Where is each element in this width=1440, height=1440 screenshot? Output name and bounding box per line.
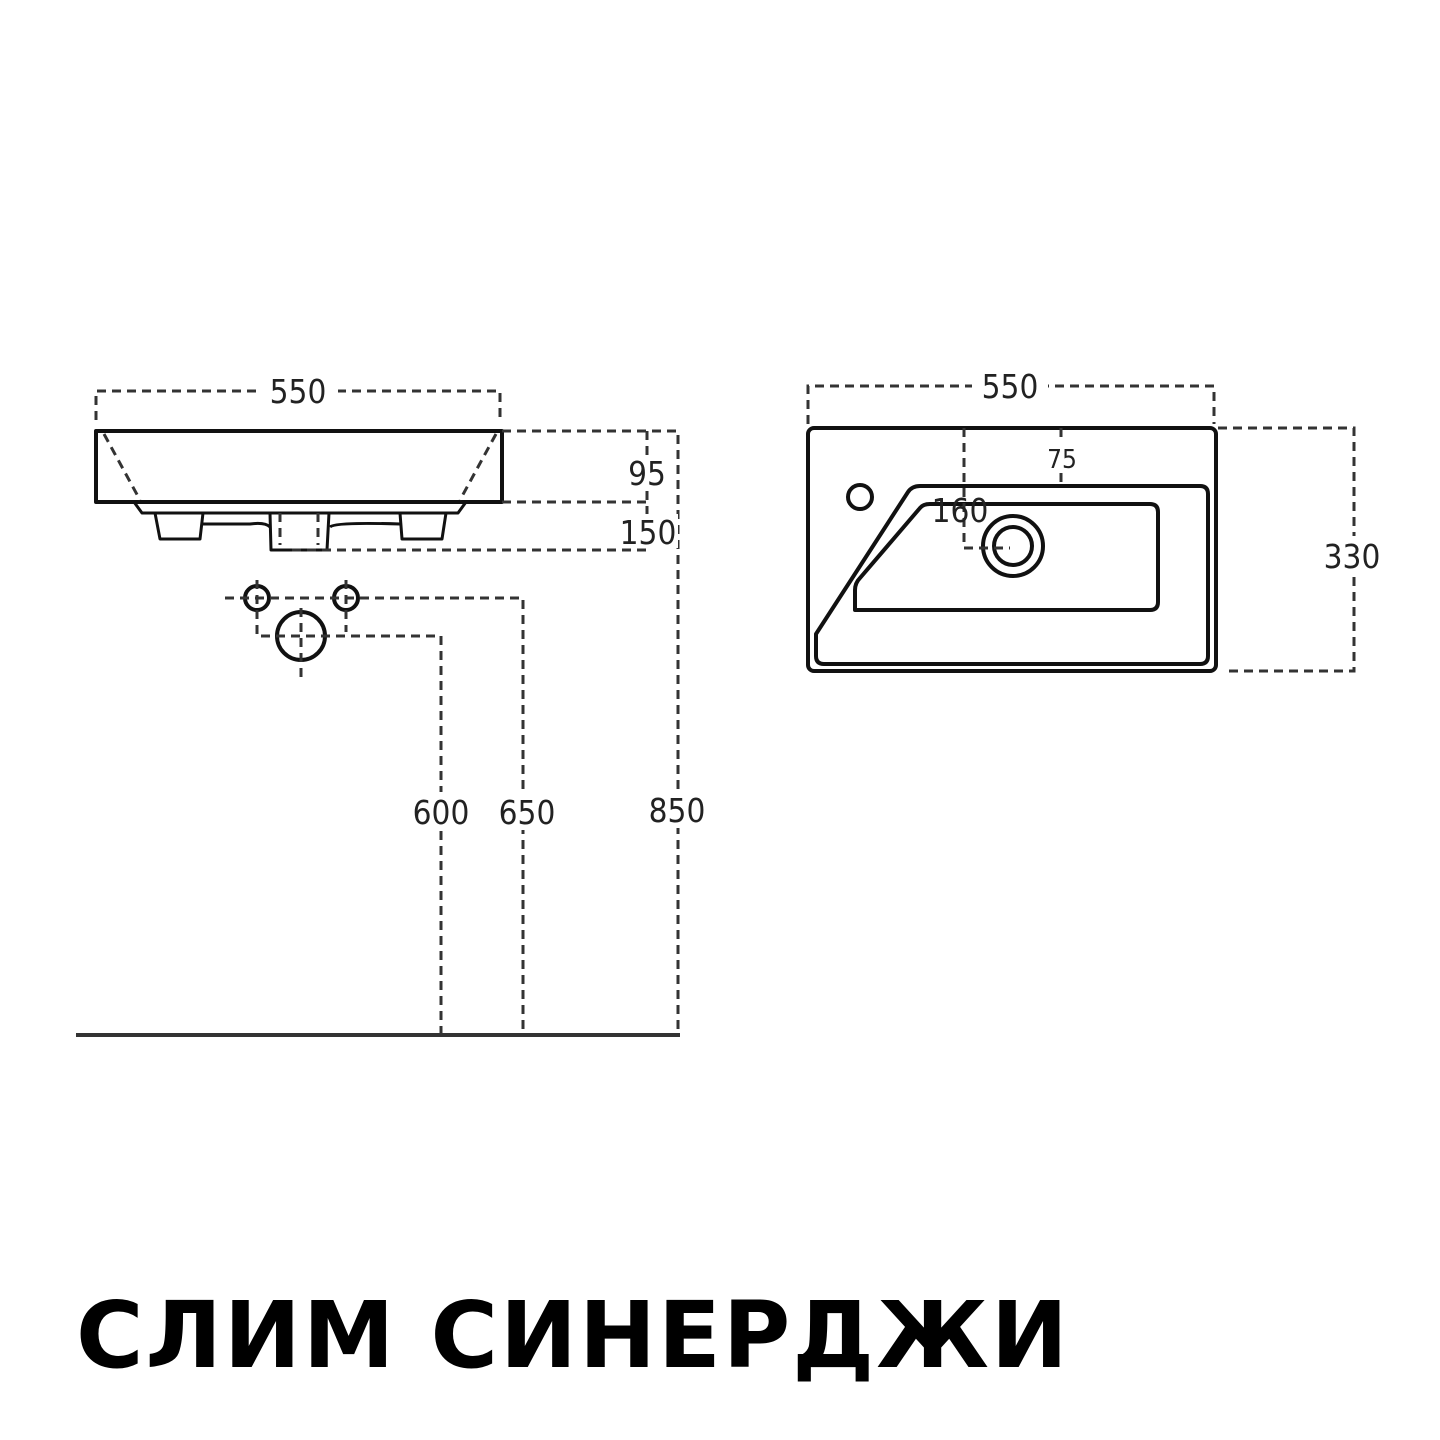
drain-height-label: 600 <box>413 793 470 832</box>
total-depth-label: 150 <box>620 513 677 552</box>
edge-offset-label: 75 <box>1047 445 1077 475</box>
depth-label: 330 <box>1324 537 1381 576</box>
basin-outline <box>806 426 1218 673</box>
basin-body <box>94 429 504 504</box>
basin-underside <box>132 501 468 515</box>
drain-offset-label: 160 <box>932 491 989 530</box>
top-width-label: 550 <box>982 367 1039 406</box>
bowl-hidden-lines <box>102 433 498 501</box>
top-view: 550 75 160 330 <box>806 367 1384 673</box>
drain-inner-ring <box>992 525 1034 567</box>
bowl-inner <box>853 502 1160 612</box>
supply-height-label: 650 <box>499 793 556 832</box>
drain-outer-ring <box>981 514 1045 578</box>
product-title: СЛИМ СИНЕРДЖИ <box>76 1282 1070 1389</box>
side-width-label: 550 <box>270 372 327 411</box>
basin-legs <box>153 512 448 541</box>
side-view: 550 95 150 600 650 850 <box>76 372 708 1037</box>
tap-hole <box>846 483 874 511</box>
top-height-label: 850 <box>649 791 706 830</box>
bowl-depth-label: 95 <box>628 454 666 493</box>
bowl-rim <box>814 484 1210 666</box>
